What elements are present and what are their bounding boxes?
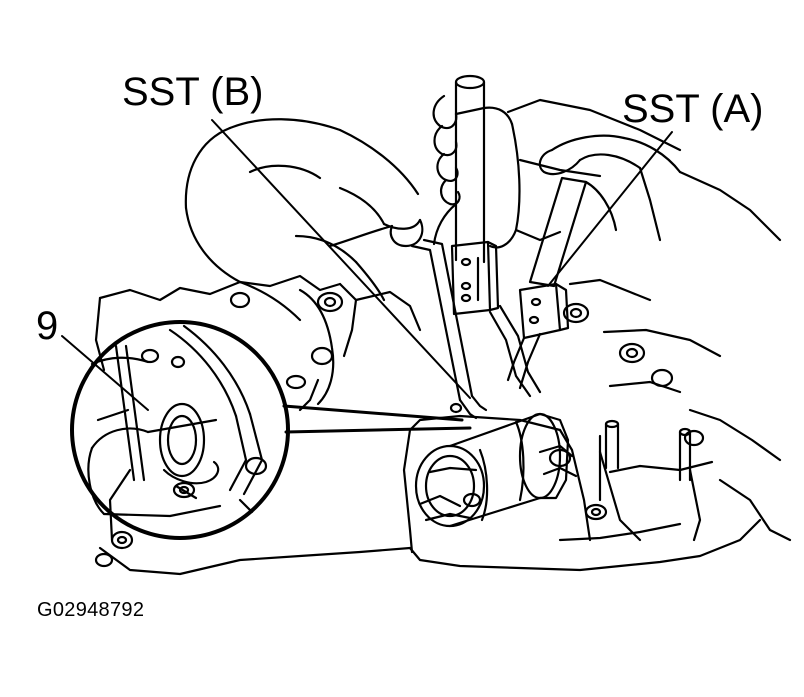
hand-on-rod bbox=[432, 94, 682, 249]
sst-handle-rod bbox=[450, 74, 500, 316]
detail-magnifier bbox=[70, 320, 290, 540]
figure-code: G02948792 bbox=[37, 599, 145, 621]
camshaft bbox=[414, 412, 578, 528]
cam-housing bbox=[402, 414, 592, 554]
left-hand bbox=[184, 118, 424, 302]
callout-part-9: 9 bbox=[36, 304, 59, 348]
sst-b-tool bbox=[410, 238, 542, 420]
callout-sst-a: SST (A) bbox=[622, 87, 764, 131]
engine-block-outline bbox=[94, 274, 792, 576]
right-hand bbox=[538, 134, 782, 242]
leader-lines bbox=[61, 119, 673, 411]
callout-sst-b: SST (B) bbox=[122, 70, 264, 114]
detail-connector bbox=[282, 404, 472, 434]
